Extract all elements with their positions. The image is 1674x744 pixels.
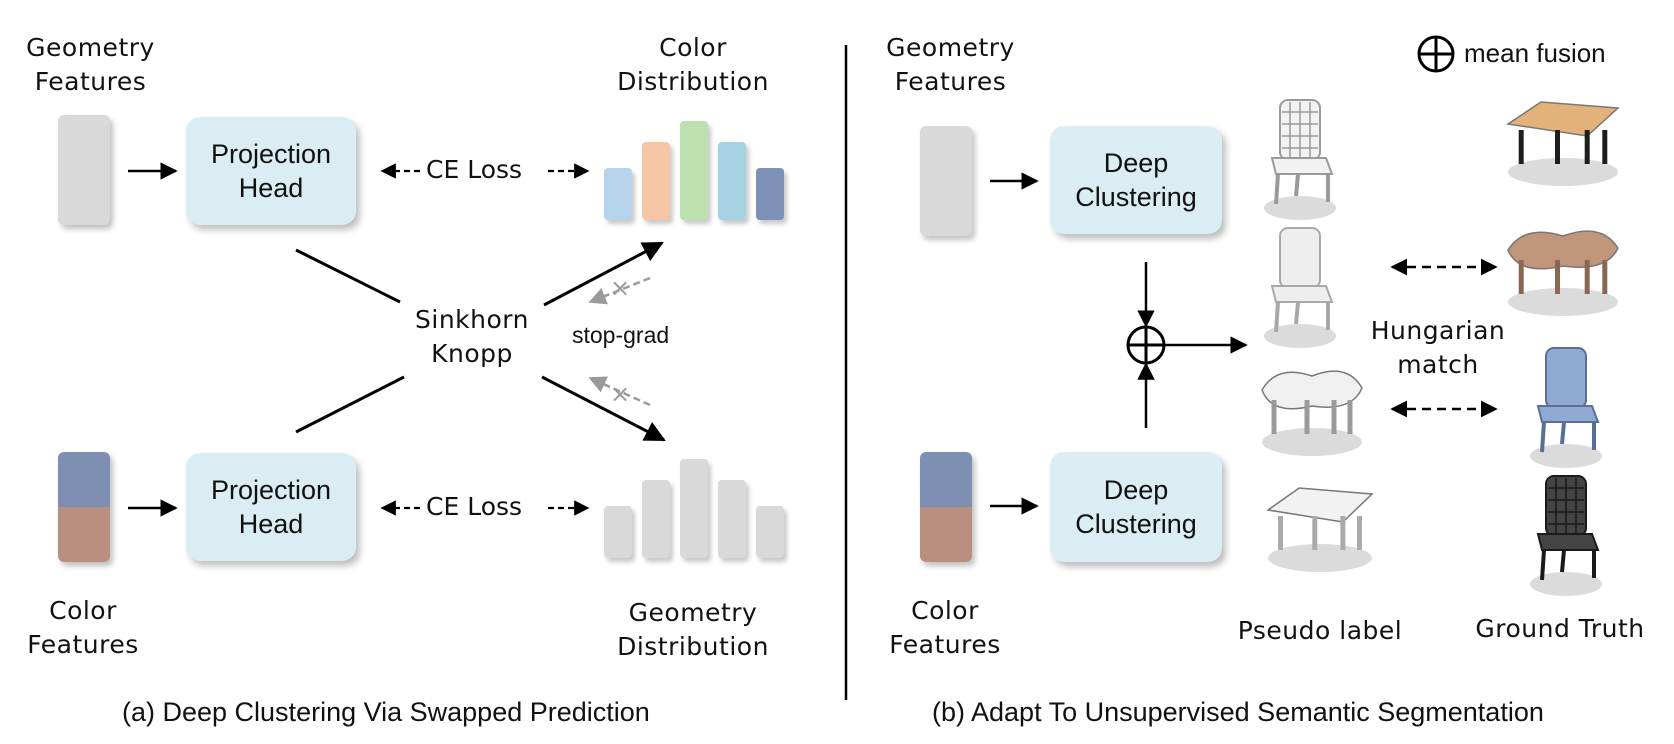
color-distribution-bar-1	[604, 168, 632, 220]
sinkhorn-line-bottom-left	[295, 375, 405, 434]
gt-chair-blue-icon	[1530, 347, 1602, 468]
color-feature-top	[58, 452, 110, 507]
color-distribution-bar-4	[718, 142, 746, 220]
stop-grad-cross-top: ×	[610, 274, 630, 302]
geometry-distribution-bar-1	[604, 506, 632, 558]
b-color-feature-top	[920, 452, 972, 507]
geometry-distribution-bar-4	[718, 480, 746, 558]
caption-a: (a) Deep Clustering Via Swapped Predicti…	[122, 697, 650, 727]
pseudo-table-rounded-icon	[1261, 370, 1363, 456]
legend-mean-fusion-label: mean fusion	[1464, 38, 1606, 68]
color-distribution-chart	[604, 112, 794, 220]
geometry-distribution-chart	[604, 450, 794, 558]
sinkhorn-arrow-to-color-dist	[543, 241, 664, 307]
objects-layer	[1261, 99, 1620, 596]
a-geometry-feature-block	[58, 115, 110, 225]
gt-table-rounded-icon	[1507, 230, 1619, 316]
color-distribution-bar-2	[642, 142, 670, 220]
caption-b: (b) Adapt To Unsupervised Semantic Segme…	[932, 697, 1544, 727]
color-feature-bottom	[58, 507, 110, 562]
sinkhorn-line-top-left	[295, 248, 401, 304]
geometry-distribution-bar-2	[642, 480, 670, 558]
stop-grad-cross-bottom: ×	[610, 380, 630, 408]
pseudo-chair-1-icon	[1264, 99, 1336, 220]
pseudo-table-rect-icon	[1266, 487, 1374, 572]
a-stop-grad-label: stop-grad	[572, 322, 670, 348]
sinkhorn-arrow-to-geom-dist	[541, 375, 666, 442]
geometry-distribution-bar-5	[756, 506, 784, 558]
ground-truth-label: Ground Truth	[1475, 614, 1645, 643]
pseudo-chair-2-icon	[1264, 227, 1336, 348]
b-color-feature-block	[920, 452, 972, 562]
b-geometry-feature-block	[920, 126, 972, 236]
a-color-feature-block	[58, 452, 110, 562]
pseudo-label-label: Pseudo label	[1237, 616, 1403, 645]
geometry-distribution-bar-3	[680, 459, 708, 558]
gt-table-rect-icon	[1505, 101, 1620, 186]
gt-chair-black-icon	[1530, 475, 1602, 596]
b-color-feature-bottom	[920, 507, 972, 562]
a-ce-loss-top-label: CE Loss	[426, 155, 523, 184]
a-ce-loss-bottom-label: CE Loss	[426, 492, 523, 521]
color-distribution-bar-3	[680, 121, 708, 220]
color-distribution-bar-5	[756, 168, 784, 220]
